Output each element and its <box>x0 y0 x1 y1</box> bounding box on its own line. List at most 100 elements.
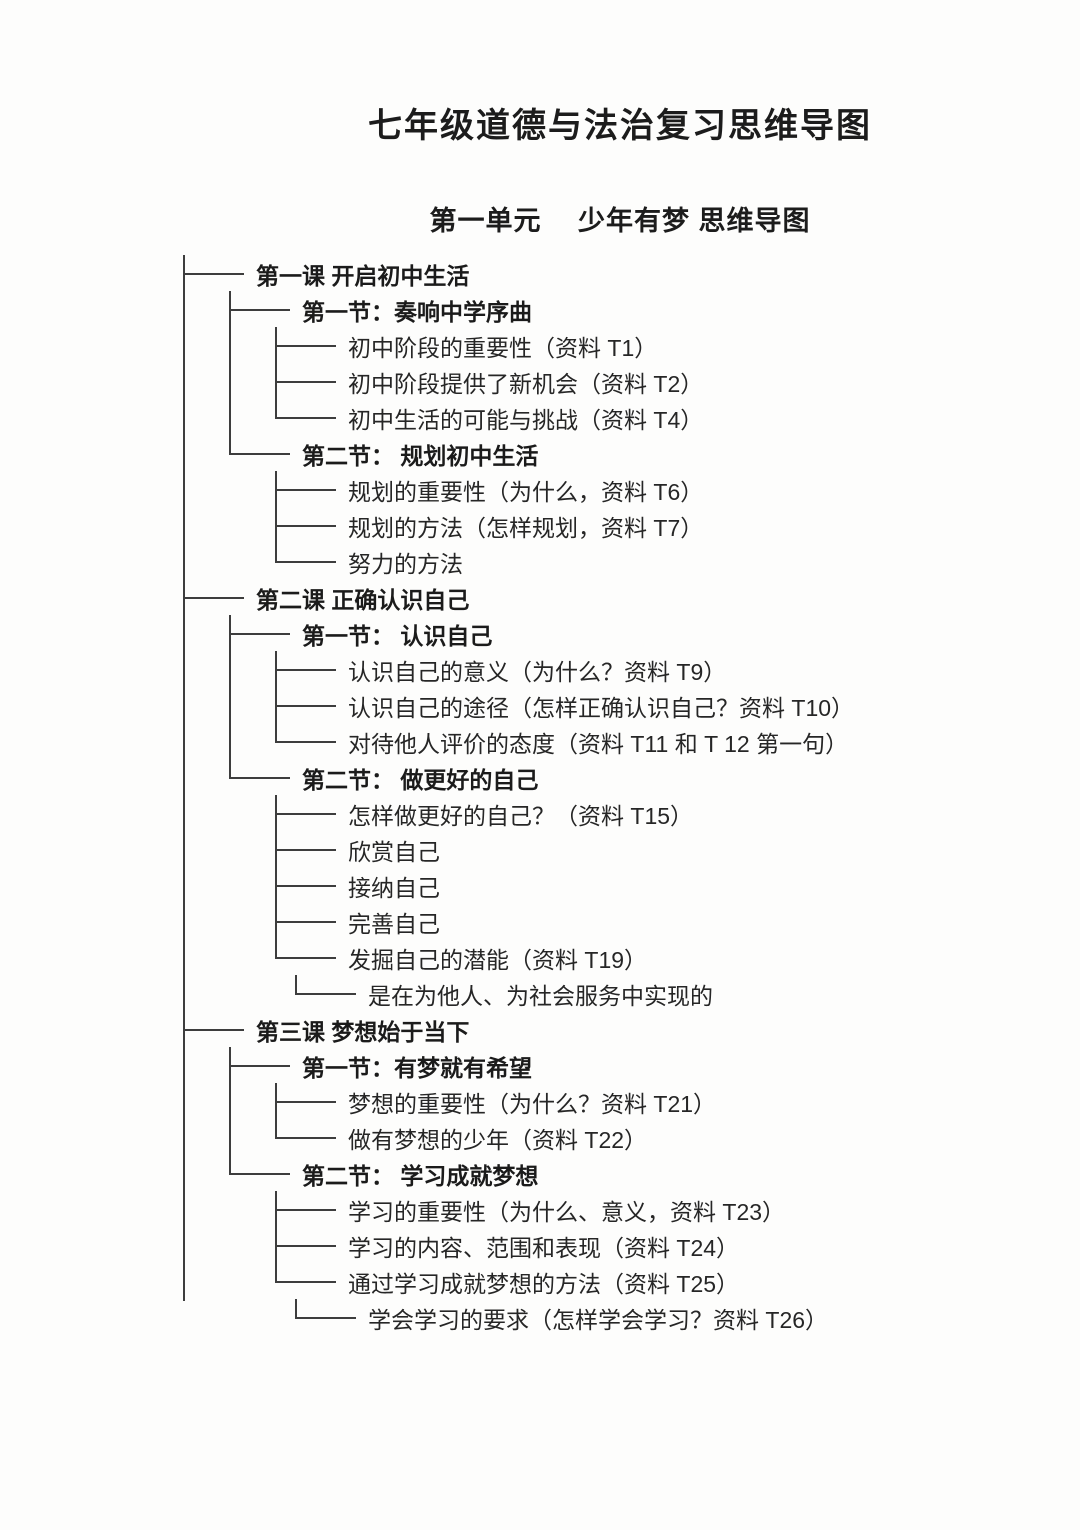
tree-spacer <box>229 472 275 508</box>
tree-spacer <box>229 544 275 580</box>
tree-last-connector <box>295 975 363 1012</box>
tree-vertical-line <box>183 651 229 689</box>
tree-vertical-line <box>229 1119 275 1157</box>
tree-line-text: 认识自己的意义（为什么？资料 T9） <box>348 659 727 685</box>
tree-branch-connector <box>275 507 343 545</box>
tree-vertical-line <box>229 363 275 401</box>
page-header: 七年级道德与法治复习思维导图 第一单元 少年有梦 思维导图 <box>190 0 1050 238</box>
tree-line-text: 完善自己 <box>348 911 440 937</box>
tree-line: 初中阶段提供了新机会（资料 T2） <box>183 363 1080 401</box>
tree-line: 规划的重要性（为什么，资料 T6） <box>183 471 1080 509</box>
tree-line-text: 第二课 正确认识自己 <box>256 587 470 613</box>
tree-line-text: 初中生活的可能与挑战（资料 T4） <box>348 407 704 433</box>
tree-line: 学会学习的要求（怎样学会学习？资料 T26） <box>183 1299 1080 1336</box>
tree-vertical-line <box>229 399 275 437</box>
tree-line: 第一课 开启初中生活 <box>183 255 1080 293</box>
tree-last-connector <box>275 399 343 436</box>
tree-line-text: 初中阶段的重要性（资料 T1） <box>348 335 658 361</box>
tree-line: 欣赏自己 <box>183 831 1080 869</box>
tree-vertical-line <box>183 939 229 977</box>
tree-branch-connector <box>275 363 343 401</box>
tree-spacer <box>229 868 275 904</box>
tree-line: 第三课 梦想始于当下 <box>183 1011 1080 1049</box>
tree-line: 怎样做更好的自己？（资料 T15） <box>183 795 1080 833</box>
tree-branch-connector <box>229 615 297 653</box>
tree-line-text: 第二节： 做更好的自己 <box>302 767 539 793</box>
tree-spacer <box>275 1300 295 1336</box>
tree-line-text: 发掘自己的潜能（资料 T19） <box>348 947 648 973</box>
tree-line: 做有梦想的少年（资料 T22） <box>183 1119 1080 1157</box>
tree-spacer <box>229 508 275 544</box>
tree-spacer <box>229 1192 275 1228</box>
tree-line-text: 通过学习成就梦想的方法（资料 T25） <box>348 1271 740 1297</box>
tree-line: 完善自己 <box>183 903 1080 941</box>
tree-spacer <box>229 796 275 832</box>
tree-line: 初中生活的可能与挑战（资料 T4） <box>183 399 1080 437</box>
tree-line: 规划的方法（怎样规划，资料 T7） <box>183 507 1080 545</box>
tree-line: 学习的重要性（为什么、意义，资料 T23） <box>183 1191 1080 1229</box>
tree-vertical-line <box>183 363 229 401</box>
tree-branch-connector <box>275 831 343 869</box>
tree-line-text: 学习的重要性（为什么、意义，资料 T23） <box>348 1199 786 1225</box>
tree-vertical-line <box>183 507 229 545</box>
tree-branch-connector <box>229 291 297 329</box>
tree-line-text: 第二节： 学习成就梦想 <box>302 1163 539 1189</box>
tree-spacer <box>275 976 295 1012</box>
tree-line: 发掘自己的潜能（资料 T19） <box>183 939 1080 977</box>
tree-vertical-line <box>183 1227 229 1265</box>
unit-subtitle: 第一单元 少年有梦 思维导图 <box>429 206 811 236</box>
tree-last-connector <box>229 1155 297 1192</box>
tree-vertical-line <box>183 759 229 797</box>
tree-vertical-line <box>183 1191 229 1229</box>
tree-vertical-line <box>183 687 229 725</box>
tree-spacer <box>229 940 275 976</box>
tree-vertical-line <box>183 1155 229 1193</box>
tree-vertical-line <box>183 867 229 905</box>
tree-vertical-line <box>183 723 229 761</box>
tree-branch-connector <box>183 255 251 293</box>
tree-line-text: 怎样做更好的自己？（资料 T15） <box>348 803 694 829</box>
tree-vertical-line <box>229 1083 275 1121</box>
tree-line: 第二课 正确认识自己 <box>183 579 1080 617</box>
tree-vertical-line <box>183 435 229 473</box>
tree-vertical-line <box>183 1083 229 1121</box>
tree-vertical-line <box>183 1263 229 1301</box>
tree-line-text: 是在为他人、为社会服务中实现的 <box>368 983 713 1009</box>
tree-line-text: 欣赏自己 <box>348 839 440 865</box>
tree-line: 是在为他人、为社会服务中实现的 <box>183 975 1080 1013</box>
tree-spacer <box>229 832 275 868</box>
tree-branch-connector <box>275 1227 343 1265</box>
mindmap-tree: 第一课 开启初中生活第一节：奏响中学序曲初中阶段的重要性（资料 T1）初中阶段提… <box>183 255 1080 1336</box>
tree-line: 梦想的重要性（为什么？资料 T21） <box>183 1083 1080 1121</box>
tree-line-text: 认识自己的途径（怎样正确认识自己？资料 T10） <box>348 695 855 721</box>
tree-vertical-line <box>229 723 275 761</box>
tree-branch-connector <box>229 1047 297 1085</box>
tree-line: 第一节： 认识自己 <box>183 615 1080 653</box>
tree-vertical-line <box>229 651 275 689</box>
tree-line-text: 第二节： 规划初中生活 <box>302 443 539 469</box>
tree-line: 初中阶段的重要性（资料 T1） <box>183 327 1080 365</box>
tree-vertical-line <box>229 327 275 365</box>
tree-branch-connector <box>275 1083 343 1121</box>
tree-branch-connector <box>275 795 343 833</box>
tree-line: 学习的内容、范围和表现（资料 T24） <box>183 1227 1080 1265</box>
tree-branch-connector <box>275 903 343 941</box>
tree-line: 对待他人评价的态度（资料 T11 和 T 12 第一句） <box>183 723 1080 761</box>
tree-last-connector <box>275 939 343 976</box>
tree-spacer <box>229 1228 275 1264</box>
tree-vertical-line <box>183 1047 229 1085</box>
tree-branch-connector <box>275 471 343 509</box>
tree-spacer <box>229 1300 275 1336</box>
tree-line-text: 对待他人评价的态度（资料 T11 和 T 12 第一句） <box>348 731 849 757</box>
tree-spacer <box>229 976 275 1012</box>
tree-branch-connector <box>183 579 251 617</box>
tree-last-connector <box>275 543 343 580</box>
tree-spacer <box>183 1300 229 1336</box>
tree-branch-connector <box>275 867 343 905</box>
tree-last-connector <box>275 1119 343 1156</box>
tree-line: 第二节： 规划初中生活 <box>183 435 1080 473</box>
tree-line: 认识自己的途径（怎样正确认识自己？资料 T10） <box>183 687 1080 725</box>
tree-vertical-line <box>183 831 229 869</box>
tree-branch-connector <box>275 327 343 365</box>
